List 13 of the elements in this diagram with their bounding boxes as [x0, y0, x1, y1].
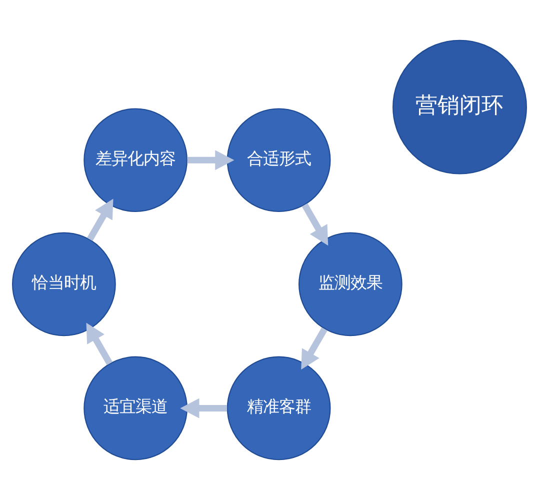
node-circle: 合适形式 [226, 108, 331, 212]
arrow [86, 322, 113, 366]
node-circle: 差异化内容 [84, 108, 188, 212]
arrow [187, 150, 234, 170]
arrow [180, 398, 228, 418]
arrow [302, 203, 328, 246]
node-circle: 适宜渠道 [84, 356, 188, 460]
arrow [301, 327, 328, 370]
node-circle: 恰当时机 [12, 232, 116, 336]
arrow [86, 198, 114, 242]
node-circle: 营销闭环 [392, 40, 527, 174]
node-circle: 监测效果 [298, 232, 402, 336]
node-circle: 精准客群 [226, 356, 331, 460]
